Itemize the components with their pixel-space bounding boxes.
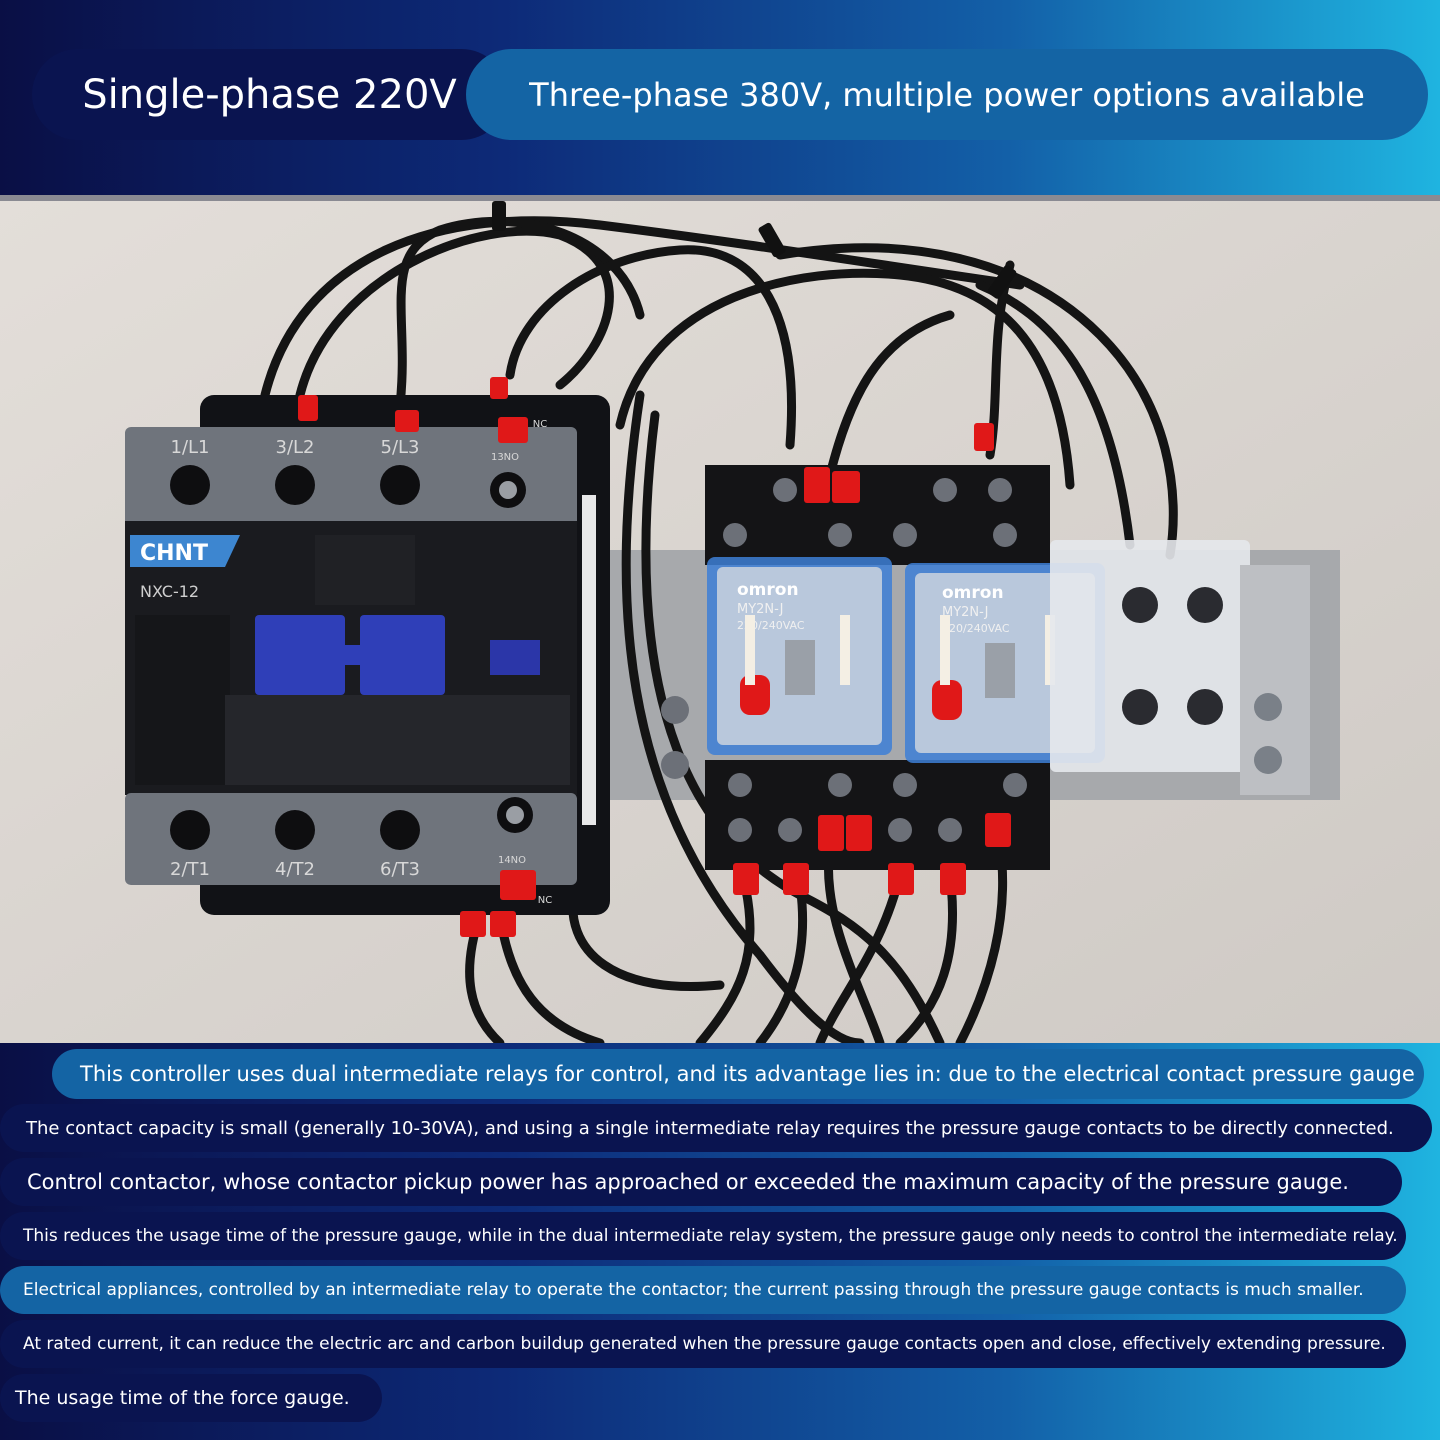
description-line: Control contactor, whose contactor picku… (0, 1158, 1402, 1206)
wire-ferrules (298, 377, 1011, 937)
top-terminals: 1/L1 3/L2 5/L3 13NO NC (170, 419, 547, 508)
relay-1: omron MY2N-J 220/240VAC (707, 557, 892, 755)
indicator-button-right (360, 615, 445, 695)
terminal-label: 6/T3 (380, 859, 420, 880)
cable-ties (492, 201, 1017, 299)
description-line: This controller uses dual intermediate r… (52, 1049, 1424, 1099)
terminal-label: 1/L1 (171, 437, 210, 458)
bottom-terminals: 2/T1 4/T2 6/T3 14NO NC (170, 797, 552, 906)
status-window (490, 640, 540, 675)
terminal-label: 3/L2 (276, 437, 315, 458)
side-label (582, 495, 596, 825)
controller-illustration: 1/L1 3/L2 5/L3 13NO NC CHNT NXC-12 (0, 201, 1440, 1043)
nc-label: NC (533, 419, 547, 430)
relay-model: MY2N-J (942, 605, 988, 620)
relay-rating: 220/240VAC (942, 622, 1010, 635)
description-band: This controller uses dual intermediate r… (0, 1043, 1440, 1440)
description-line: At rated current, it can reduce the elec… (0, 1320, 1406, 1368)
terminal-label: 2/T1 (170, 859, 210, 880)
relay-brand: omron (942, 583, 1004, 603)
brand-logo: CHNT (140, 541, 208, 566)
model-label: NXC-12 (140, 582, 199, 601)
description-line: The contact capacity is small (generally… (0, 1104, 1432, 1152)
three-phase-pill: Three-phase 380V, multiple power options… (466, 49, 1428, 140)
header-banner: Single-phase 220V Three-phase 380V, mult… (0, 0, 1440, 195)
product-photo: 1/L1 3/L2 5/L3 13NO NC CHNT NXC-12 (0, 195, 1440, 1043)
relay-model: MY2N-J (737, 602, 783, 617)
contactor: 1/L1 3/L2 5/L3 13NO NC CHNT NXC-12 (125, 395, 610, 915)
terminal-label: 5/L3 (381, 437, 420, 458)
terminal-label: 14NO (498, 855, 526, 866)
brand-badge (130, 535, 240, 567)
relay-bases (661, 465, 1050, 870)
relay-brand: omron (737, 580, 799, 600)
terminal-label: 4/T2 (275, 859, 315, 880)
nc-label: NC (538, 895, 552, 906)
terminal-block (1050, 540, 1310, 795)
description-line: This reduces the usage time of the press… (0, 1212, 1406, 1260)
indicator-button-left (255, 615, 345, 695)
relay-indicator-led (932, 680, 962, 720)
single-phase-pill: Single-phase 220V (32, 49, 507, 140)
description-line: The usage time of the force gauge. (0, 1374, 382, 1422)
description-line: Electrical appliances, controlled by an … (0, 1266, 1406, 1314)
terminal-label: 13NO (491, 452, 519, 463)
